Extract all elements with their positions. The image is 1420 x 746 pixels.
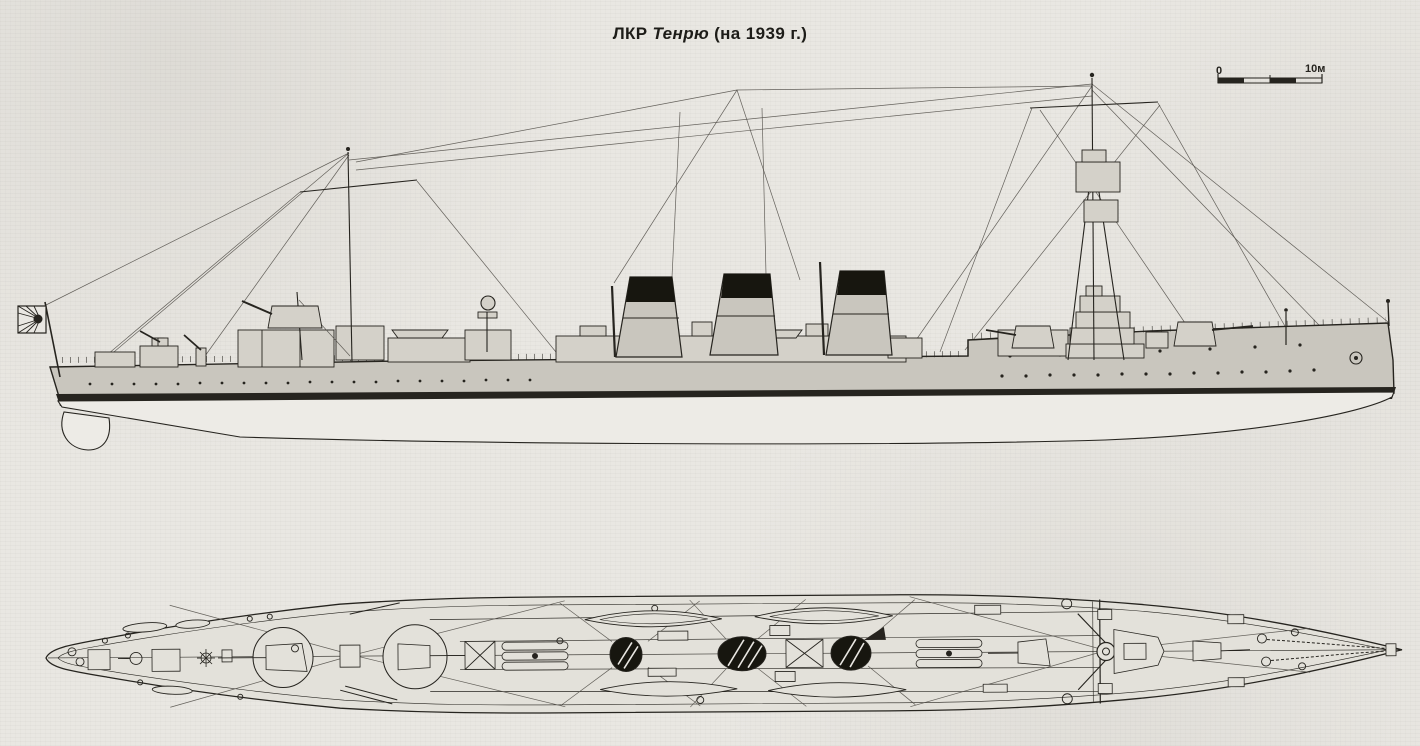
funnel-uptakes-plan	[609, 635, 872, 672]
dark-wedge	[863, 626, 886, 640]
funnel-2-cap	[721, 274, 772, 298]
steam-pipe-aft	[610, 285, 617, 358]
forecastle-break-gun	[985, 325, 1055, 349]
bow-gun-plan	[1192, 640, 1251, 662]
deckhouse-plan	[339, 644, 361, 668]
steam-pipe-fore	[818, 261, 826, 356]
forecastle-break-gun-plan	[987, 638, 1051, 667]
anchor-gear	[1227, 614, 1397, 688]
funnel-3-cap	[837, 271, 886, 295]
funnel-1-plan	[609, 636, 643, 672]
scale-bar: 0 10м	[1216, 63, 1325, 84]
deck-plan-view	[45, 594, 1403, 714]
funnel-3-plan	[830, 635, 872, 671]
aft-turret	[218, 627, 314, 689]
ship-type-abbreviation: ЛКР	[612, 24, 648, 43]
superfiring-aft-turret	[382, 624, 469, 690]
davits-and-booms	[101, 602, 400, 705]
year-note: (на 1939 г.)	[714, 24, 808, 43]
rigging-lines	[45, 83, 1389, 369]
ships-boats	[122, 607, 907, 698]
bow-jackstaff	[1284, 299, 1390, 345]
funnel-1-cap	[626, 277, 675, 302]
stern-deck-gun	[183, 334, 207, 367]
torpedo-tubes-aft	[501, 641, 569, 671]
bow-crest	[1349, 351, 1363, 365]
scale-end-label: 10м	[1305, 63, 1325, 75]
scale-bar-rule	[1217, 74, 1323, 84]
underwater-hull	[56, 391, 1395, 445]
midship-gun	[139, 330, 169, 347]
rudder	[61, 411, 111, 451]
searchlight-tower	[480, 295, 496, 352]
scale-start-label: 0	[1216, 65, 1222, 77]
side-elevation-view	[17, 72, 1396, 451]
torpedo-tubes-fore	[915, 638, 983, 669]
ship-name: Тенрю	[652, 24, 710, 43]
stern-ensign	[17, 301, 61, 378]
gun-mounts-side	[139, 300, 1254, 367]
bow-gun	[1173, 321, 1254, 347]
foremast-tripod	[1029, 72, 1159, 361]
aft-deckhouse-gun	[241, 300, 323, 329]
forecastle-break	[967, 337, 1001, 356]
platform-x-braced	[464, 640, 496, 670]
midship-platform	[556, 604, 1008, 704]
stern-deck-fittings	[67, 647, 233, 672]
bridge-plan	[1061, 598, 1165, 705]
searchlight-plan	[197, 649, 216, 668]
funnels	[610, 261, 893, 358]
